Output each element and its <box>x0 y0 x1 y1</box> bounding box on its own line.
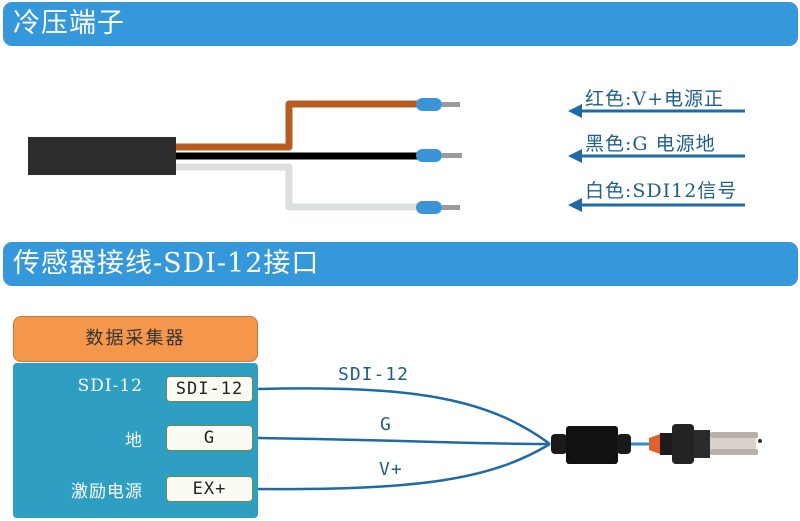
section-title-crimp-terminals: 冷压端子 <box>3 2 798 46</box>
port-label-sdi12: SDI-12 <box>77 376 143 396</box>
wire-white <box>176 163 420 211</box>
section-title-sdi12-wiring: 传感器接线-SDI-12接口 <box>3 242 798 286</box>
data-logger: 数据采集器 SDI-12 SDI-12 地 G 激励电源 EX+ <box>13 316 258 518</box>
conductivity-sensor <box>649 424 762 464</box>
arrow-left-icon <box>568 149 745 163</box>
terminal-sdi12: SDI-12 <box>166 376 253 402</box>
wire-label-ground: G <box>380 414 392 435</box>
legend-black-wire: 黑色:G 电源地 <box>585 133 716 155</box>
port-label-excitation-power: 激励电源 <box>71 482 143 502</box>
data-logger-body: SDI-12 SDI-12 地 G 激励电源 EX+ <box>13 363 258 518</box>
port-label-ground: 地 <box>125 431 143 451</box>
arrow-left-icon <box>568 104 745 118</box>
wire-sdi12 <box>257 387 551 446</box>
terminal-ground: G <box>166 425 253 451</box>
legend-white-wire: 白色:SDI12信号 <box>585 180 738 202</box>
data-logger-title: 数据采集器 <box>13 316 258 362</box>
wire-label-power: V+ <box>379 459 403 480</box>
terminal-excitation: EX+ <box>166 476 253 502</box>
wire-label-sdi12: SDI-12 <box>338 364 410 385</box>
arrow-left-icon <box>568 198 745 212</box>
legend-red-wire: 红色:V+电源正 <box>585 88 725 110</box>
wire-power <box>257 442 551 491</box>
wire-red <box>176 100 420 151</box>
wire-ground <box>257 436 551 446</box>
ferrule-white <box>416 201 460 214</box>
junction-box <box>551 426 631 464</box>
ferrule-red <box>416 98 460 111</box>
ferrule-black <box>416 149 462 162</box>
cable-jacket <box>28 137 176 175</box>
